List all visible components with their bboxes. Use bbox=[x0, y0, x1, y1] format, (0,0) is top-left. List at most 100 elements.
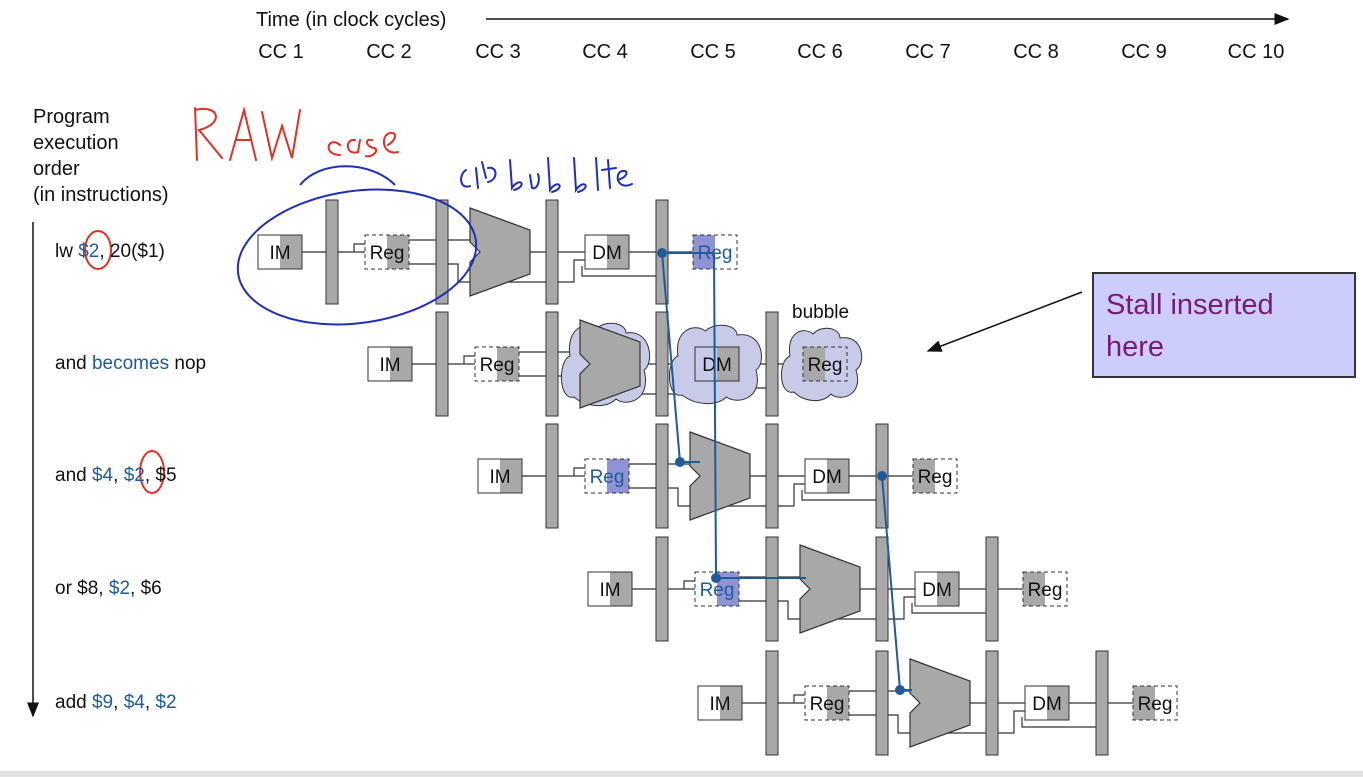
dm-stage-shade bbox=[717, 347, 739, 381]
datapath-wire bbox=[801, 490, 876, 501]
pipeline-register-bar bbox=[875, 650, 889, 756]
cycle-label: CC 7 bbox=[905, 41, 951, 63]
bubble-handwriting bbox=[460, 157, 633, 194]
stall-callout: Stall inserted here bbox=[1092, 272, 1356, 378]
reg-read-stage-shade bbox=[717, 572, 739, 606]
callout-line: here bbox=[1106, 331, 1165, 363]
dm-stage bbox=[914, 571, 960, 607]
instruction-token: nop bbox=[169, 353, 207, 374]
im-stage-label: IM bbox=[599, 580, 620, 601]
order-label-line: order bbox=[33, 158, 80, 180]
instruction-label: and becomes nop bbox=[55, 353, 206, 375]
instruction-label: lw $2, 20($1) bbox=[55, 241, 165, 263]
datapath-wire bbox=[353, 243, 365, 252]
datapath-wire bbox=[793, 694, 805, 703]
cycle-label: CC 4 bbox=[582, 41, 628, 63]
pipeline-register-bar bbox=[765, 536, 779, 642]
reg-write-stage bbox=[1022, 571, 1068, 607]
instruction-token: add bbox=[55, 692, 92, 713]
dm-stage bbox=[804, 458, 850, 494]
reg-read-stage-shade bbox=[827, 686, 849, 720]
callout-line: Stall inserted bbox=[1106, 289, 1274, 321]
dm-stage-shade bbox=[607, 235, 629, 269]
instruction-token: and bbox=[55, 465, 92, 486]
datapath-wire bbox=[1021, 717, 1096, 728]
instruction-token: , bbox=[113, 692, 124, 713]
dm-stage-label: DM bbox=[592, 243, 622, 264]
im-stage-shade bbox=[610, 572, 632, 606]
forwarding-dot bbox=[711, 573, 721, 583]
im-stage-label: IM bbox=[489, 467, 510, 488]
dm-stage-shade bbox=[937, 572, 959, 606]
forwarding-dot bbox=[895, 685, 905, 695]
reg-write-stage-shade bbox=[1133, 686, 1155, 720]
instruction-token: and bbox=[55, 353, 92, 374]
datapath-wire bbox=[998, 710, 1025, 734]
instruction-token: $4 bbox=[123, 692, 145, 713]
reg-write-stage-shade bbox=[1023, 572, 1045, 606]
pipeline-register-bar bbox=[545, 423, 559, 529]
instruction-token: $2 bbox=[155, 692, 177, 713]
reg-write-stage bbox=[1132, 685, 1178, 721]
instruction-token: becomes bbox=[91, 353, 170, 374]
reg-read-stage-shade bbox=[607, 459, 629, 493]
pipeline-register-bar bbox=[435, 311, 449, 417]
reg-read-stage-label: Reg bbox=[370, 243, 405, 264]
cycle-label: CC 9 bbox=[1121, 41, 1167, 63]
raw-case-handwriting bbox=[194, 106, 399, 162]
reg-read-stage bbox=[694, 571, 740, 607]
alu-shape bbox=[909, 658, 971, 748]
reg-write-stage-shade bbox=[913, 459, 935, 493]
dm-stage-label: DM bbox=[812, 467, 842, 488]
instruction-token: $2 bbox=[123, 465, 145, 486]
datapath-wire bbox=[558, 259, 585, 283]
pipeline-register-bar bbox=[545, 199, 559, 305]
cycle-label: CC 3 bbox=[475, 41, 521, 63]
bottom-divider bbox=[0, 771, 1363, 777]
circle-tail bbox=[299, 165, 396, 186]
cycle-label: CC 6 bbox=[797, 41, 843, 63]
time-axis-label: Time (in clock cycles) bbox=[256, 9, 447, 31]
forwarding-dot bbox=[657, 248, 667, 258]
reg-write-stage-label: Reg bbox=[808, 355, 843, 376]
pipeline-register-bar bbox=[435, 199, 449, 305]
pipeline-register-bar bbox=[545, 311, 559, 417]
dm-stage-label: DM bbox=[1032, 694, 1062, 715]
dm-stage-shade bbox=[827, 459, 849, 493]
cycle-label: CC 5 bbox=[690, 41, 736, 63]
lw-dest-circle bbox=[84, 230, 112, 270]
dm-stage bbox=[584, 234, 630, 270]
im-stage-shade bbox=[280, 235, 302, 269]
instruction-token: , $5 bbox=[144, 465, 177, 486]
instruction-token: or $8, bbox=[55, 578, 109, 599]
bubble-label: bubble bbox=[792, 302, 850, 323]
datapath-wire bbox=[778, 483, 805, 507]
if-stage-circle bbox=[236, 188, 478, 326]
alu-shape bbox=[579, 319, 641, 409]
datapath-wire bbox=[573, 467, 585, 476]
reg-read-stage bbox=[364, 234, 410, 270]
pipeline-register-bar bbox=[985, 536, 999, 642]
cycle-label: CC 1 bbox=[258, 41, 304, 63]
datapath-wire bbox=[888, 596, 915, 620]
order-label-line: Program bbox=[33, 106, 110, 128]
forwarding-dot bbox=[877, 471, 887, 481]
pipeline-register-bar bbox=[655, 536, 669, 642]
reg-read-stage-shade bbox=[497, 347, 519, 381]
dm-stage bbox=[1024, 685, 1070, 721]
datapath-wire bbox=[463, 355, 475, 364]
instruction-token: $4 bbox=[91, 465, 114, 486]
callout-pointer-arrow bbox=[926, 291, 1083, 352]
im-stage-shade bbox=[500, 459, 522, 493]
cycle-label: CC 2 bbox=[366, 41, 412, 63]
instruction-label: add $9, $4, $2 bbox=[55, 692, 177, 714]
reg-read-stage bbox=[584, 458, 630, 494]
instruction-token: lw bbox=[55, 241, 79, 262]
and-src-circle bbox=[139, 450, 165, 494]
reg-read-stage-label: Reg bbox=[810, 694, 845, 715]
